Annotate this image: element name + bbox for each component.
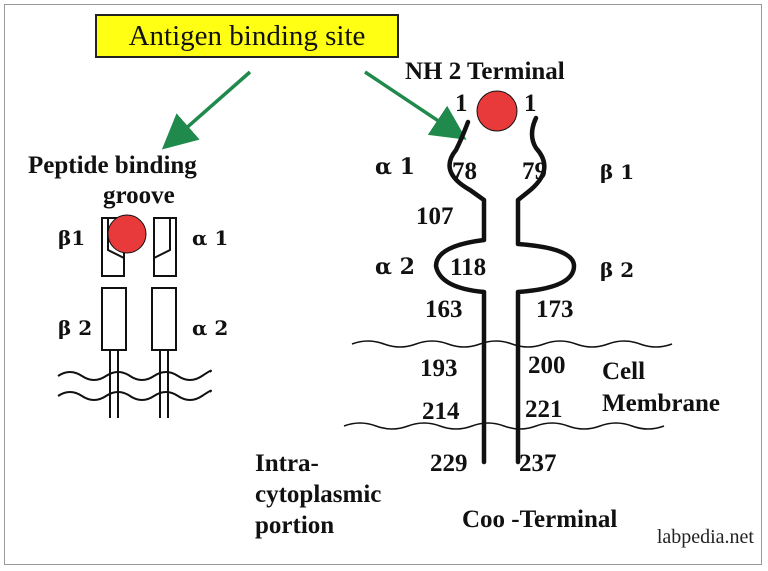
intra-label-2: cytoplasmic bbox=[255, 481, 382, 508]
residue-118: 118 bbox=[450, 254, 487, 281]
residue-107: 107 bbox=[416, 203, 454, 230]
right-membrane-top bbox=[351, 340, 673, 348]
residue-237: 237 bbox=[519, 450, 557, 477]
left-beta1-label: β1 bbox=[58, 226, 86, 250]
right-n-left: 1 bbox=[455, 90, 468, 117]
residue-79: 79 bbox=[522, 158, 547, 185]
left-alpha1-domain bbox=[153, 217, 177, 277]
residue-163: 163 bbox=[425, 296, 463, 323]
left-binding-site bbox=[107, 214, 147, 254]
peptide-groove-heading-2: groove bbox=[103, 182, 175, 209]
residue-173: 173 bbox=[536, 296, 574, 323]
left-alpha2-domain bbox=[151, 287, 177, 351]
right-n-right: 1 bbox=[524, 90, 537, 117]
coo-terminal-label: Coo -Terminal bbox=[462, 506, 618, 533]
left-beta2-domain bbox=[101, 287, 127, 351]
right-chain-right-strand bbox=[515, 115, 577, 465]
right-membrane-bottom bbox=[343, 422, 665, 430]
residue-193: 193 bbox=[420, 355, 458, 382]
residue-229: 229 bbox=[430, 450, 468, 477]
intra-label-3: portion bbox=[255, 512, 335, 539]
left-class-molecule bbox=[57, 217, 212, 418]
residue-221: 221 bbox=[525, 396, 563, 423]
arrow-to-right-site bbox=[364, 70, 467, 140]
peptide-groove-heading-1: Peptide binding bbox=[28, 152, 197, 179]
left-alpha1-label: α 1 bbox=[192, 226, 229, 250]
cell-membrane-label-2: Membrane bbox=[602, 390, 721, 417]
nh2-terminal-label: NH 2 Terminal bbox=[405, 58, 565, 85]
right-binding-site bbox=[476, 90, 518, 132]
right-beta1-label: β 1 bbox=[600, 160, 635, 184]
left-beta2-label: β 2 bbox=[58, 316, 93, 340]
right-alpha1-label: α 1 bbox=[375, 154, 415, 180]
residue-200: 200 bbox=[528, 352, 566, 379]
title-box: Antigen binding site bbox=[95, 14, 399, 58]
title-text: Antigen binding site bbox=[128, 19, 366, 52]
image-border bbox=[4, 4, 762, 565]
right-alpha2-label: α 2 bbox=[375, 254, 415, 280]
residue-78: 78 bbox=[452, 158, 477, 185]
cell-membrane-label-1: Cell bbox=[602, 358, 646, 385]
residue-214: 214 bbox=[422, 398, 460, 425]
left-alpha2-label: α 2 bbox=[192, 316, 229, 340]
intra-label-1: Intra- bbox=[255, 450, 319, 477]
arrow-to-left-groove bbox=[161, 70, 252, 150]
left-membrane-top bbox=[57, 369, 212, 381]
right-chain bbox=[433, 115, 577, 465]
right-chain-left-strand bbox=[433, 119, 487, 465]
right-beta2-label: β 2 bbox=[600, 258, 635, 282]
left-membrane-bottom bbox=[57, 389, 212, 401]
credit-watermark: labpedia.net bbox=[656, 526, 754, 548]
